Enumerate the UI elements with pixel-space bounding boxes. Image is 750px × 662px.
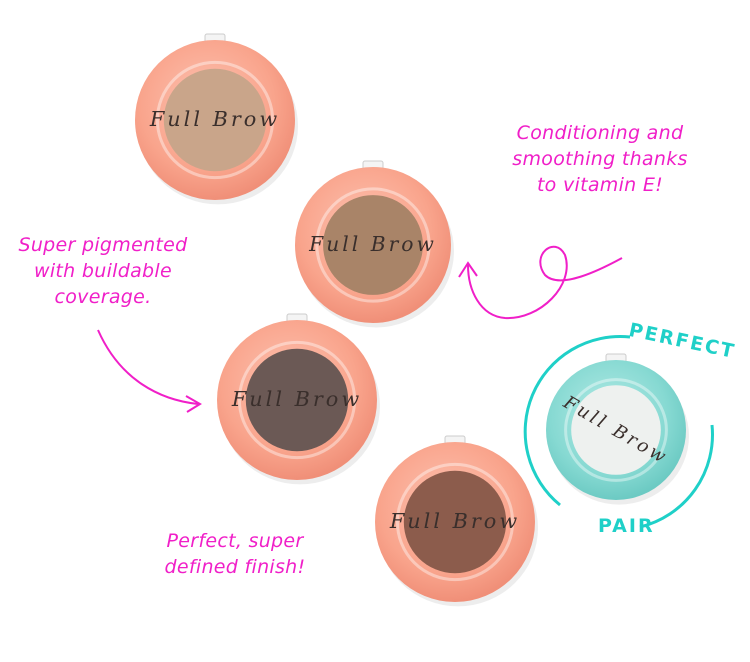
eyeshadow-compact: Full Brow	[217, 313, 380, 485]
compact-rim	[564, 378, 668, 482]
note-line: to vitamin E!	[536, 174, 664, 196]
shadow-pan	[403, 470, 507, 574]
brand-logo: Full Brow	[308, 232, 437, 256]
brand-logo: Full Brow	[149, 107, 280, 131]
compact-rim	[237, 340, 357, 460]
note-line: Conditioning and	[516, 122, 684, 144]
eyeshadow-compact: Full Brow	[295, 160, 454, 328]
shadow-pan	[323, 195, 423, 295]
arrow-conditioning	[467, 245, 623, 320]
eyeshadow-compact: Full Brow	[546, 353, 689, 505]
note-line: defined finish!	[164, 556, 306, 578]
eyeshadow-compact: Full Brow	[375, 435, 538, 607]
arrow-pigmented	[97, 329, 199, 405]
note-line: coverage.	[54, 286, 152, 308]
pair-label-bottom: PAIR	[598, 515, 655, 537]
note-line: Perfect, super	[166, 530, 304, 552]
note-finish: Perfect, super defined finish!	[150, 528, 320, 580]
brand-logo: Full Brow	[389, 509, 520, 533]
compact-rim	[155, 60, 275, 180]
arrowhead-conditioning	[458, 261, 478, 278]
shadow-pan	[571, 385, 661, 475]
eyeshadow-compact: Full Brow	[135, 33, 298, 205]
brand-logo: Full Brow	[231, 387, 362, 411]
note-line: smoothing thanks	[512, 148, 688, 170]
compact-rim	[315, 187, 431, 303]
pair-ring	[523, 335, 714, 529]
compact-rim	[395, 462, 515, 582]
note-line: Super pigmented	[18, 234, 188, 256]
shadow-pan	[245, 348, 349, 452]
note-pigmented: Super pigmented with buildable coverage.	[8, 232, 198, 310]
note-line: with buildable	[34, 260, 172, 282]
note-conditioning: Conditioning and smoothing thanks to vit…	[500, 120, 700, 198]
arrowhead-pigmented	[185, 395, 202, 413]
shadow-pan	[163, 68, 267, 172]
